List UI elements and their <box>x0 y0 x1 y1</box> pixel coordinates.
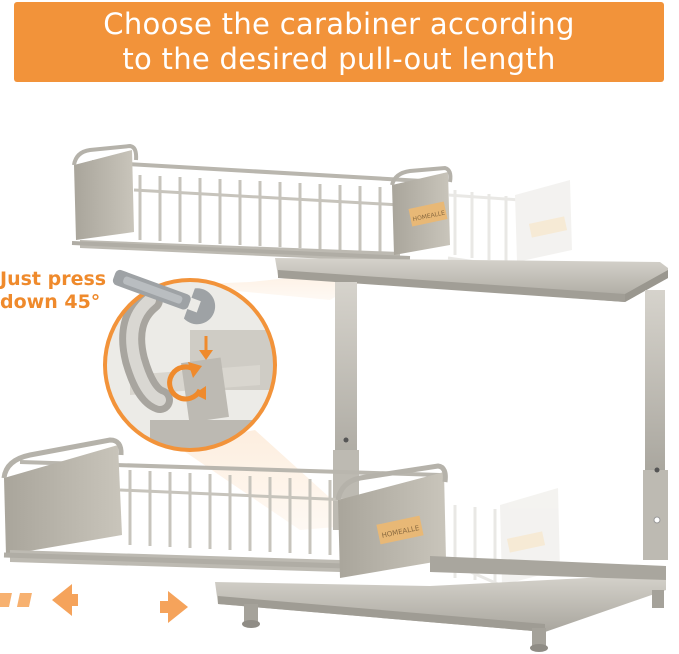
banner-line-1: Choose the carabiner according <box>103 7 575 41</box>
callout-line-2: down 45° <box>0 291 101 313</box>
banner-line-2: to the desired pull-out length <box>122 42 556 76</box>
lower-frame <box>215 556 666 652</box>
double-arrow-icon <box>0 584 188 623</box>
upper-basket-ghost <box>447 180 572 270</box>
wrench-icon <box>112 269 216 325</box>
upper-basket: HOMEALLE <box>71 143 453 262</box>
press-instruction: Just press down 45° <box>0 268 106 314</box>
beam-bottom <box>175 430 360 530</box>
callout-line-1: Just press <box>0 268 107 290</box>
lower-basket: HOMEALLE <box>1 437 448 578</box>
upper-frame <box>275 258 668 302</box>
press-down-arrow-icon <box>199 336 213 360</box>
rotate-arrow-icon <box>167 362 206 402</box>
title-banner: Choose the carabiner according to the de… <box>14 2 664 82</box>
frame-posts <box>333 282 668 560</box>
